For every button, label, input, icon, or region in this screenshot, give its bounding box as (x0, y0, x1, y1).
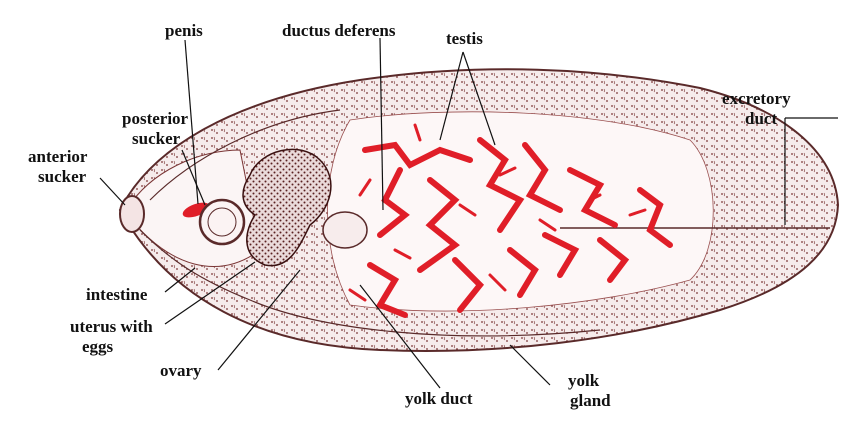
posterior-sucker (200, 200, 244, 244)
label-posterior-sucker-1: posterior (122, 109, 189, 128)
label-anterior-sucker-1: anterior (28, 147, 88, 166)
label-ovary: ovary (160, 361, 202, 380)
label-intestine: intestine (86, 285, 148, 304)
ovary (323, 212, 367, 248)
label-penis: penis (165, 21, 203, 40)
label-anterior-sucker-2: sucker (38, 167, 87, 186)
label-testis: testis (446, 29, 483, 48)
label-yolk-2: gland (570, 391, 611, 410)
label-excretory-1: excretory (722, 89, 791, 108)
label-uterus-2: eggs (82, 337, 114, 356)
label-ductus-deferens: ductus deferens (282, 21, 396, 40)
label-uterus-1: uterus with (70, 317, 153, 336)
anterior-sucker (120, 196, 144, 232)
label-yolk-duct: yolk duct (405, 389, 473, 408)
label-posterior-sucker-2: sucker (132, 129, 181, 148)
label-excretory-2: duct (745, 109, 777, 128)
label-yolk-1: yolk (568, 371, 600, 390)
